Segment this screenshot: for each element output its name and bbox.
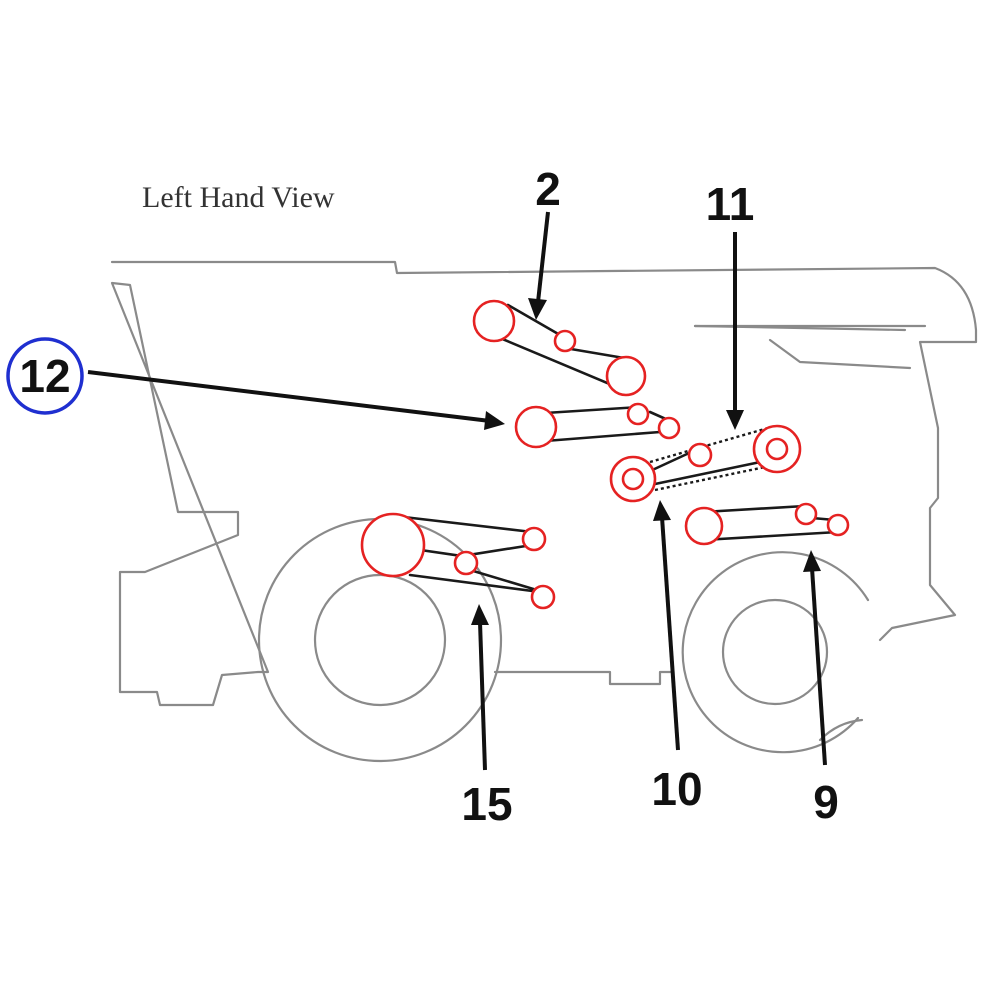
belt-2 <box>498 303 626 387</box>
arrowhead-10 <box>653 500 671 521</box>
callout-15: 15 <box>461 778 512 830</box>
pulley <box>360 512 426 578</box>
belt-9 <box>701 504 840 542</box>
pulleys <box>360 299 850 610</box>
callout-arrows <box>87 211 827 771</box>
pulley <box>621 467 645 491</box>
pulley <box>530 584 556 610</box>
view-title: Left Hand View <box>142 181 335 214</box>
pulley <box>687 442 713 468</box>
arrowhead-11 <box>726 410 744 430</box>
pulley <box>794 502 818 526</box>
pulley <box>684 506 724 546</box>
callout-2: 2 <box>535 163 561 215</box>
pulley <box>521 526 547 552</box>
arrow-12 <box>87 370 491 423</box>
rear-wheel-fender <box>818 718 864 742</box>
pulley <box>553 329 577 353</box>
pulley <box>657 416 681 440</box>
arrowhead-12 <box>484 411 505 430</box>
arrow-2 <box>536 211 550 303</box>
machine-outline <box>110 260 978 763</box>
pulley <box>514 405 558 449</box>
belt-12 <box>543 405 670 443</box>
pulley <box>826 513 850 537</box>
arrow-9 <box>810 567 827 766</box>
callout-11: 11 <box>706 178 755 230</box>
arrow-15 <box>478 621 487 771</box>
callout-10: 10 <box>651 763 702 815</box>
belt-11-dotted <box>649 426 771 492</box>
pulley <box>472 299 516 343</box>
arrowhead-15 <box>471 604 489 625</box>
arrowhead-2 <box>528 298 547 320</box>
pulley <box>453 550 479 576</box>
pulley <box>626 402 650 426</box>
pulley <box>765 437 789 461</box>
rear-wheel-outer <box>681 551 870 754</box>
pulley <box>605 355 647 397</box>
callout-12[interactable]: 12 <box>19 350 70 402</box>
front-wheel-inner <box>313 573 447 707</box>
arrowhead-9 <box>803 550 821 572</box>
arrow-10 <box>660 516 680 751</box>
body-outline <box>110 260 978 707</box>
rear-wheel-inner <box>721 598 829 706</box>
callout-9: 9 <box>813 776 839 828</box>
highlight-ring-12 <box>6 337 84 415</box>
grain-tank-line <box>693 324 912 370</box>
